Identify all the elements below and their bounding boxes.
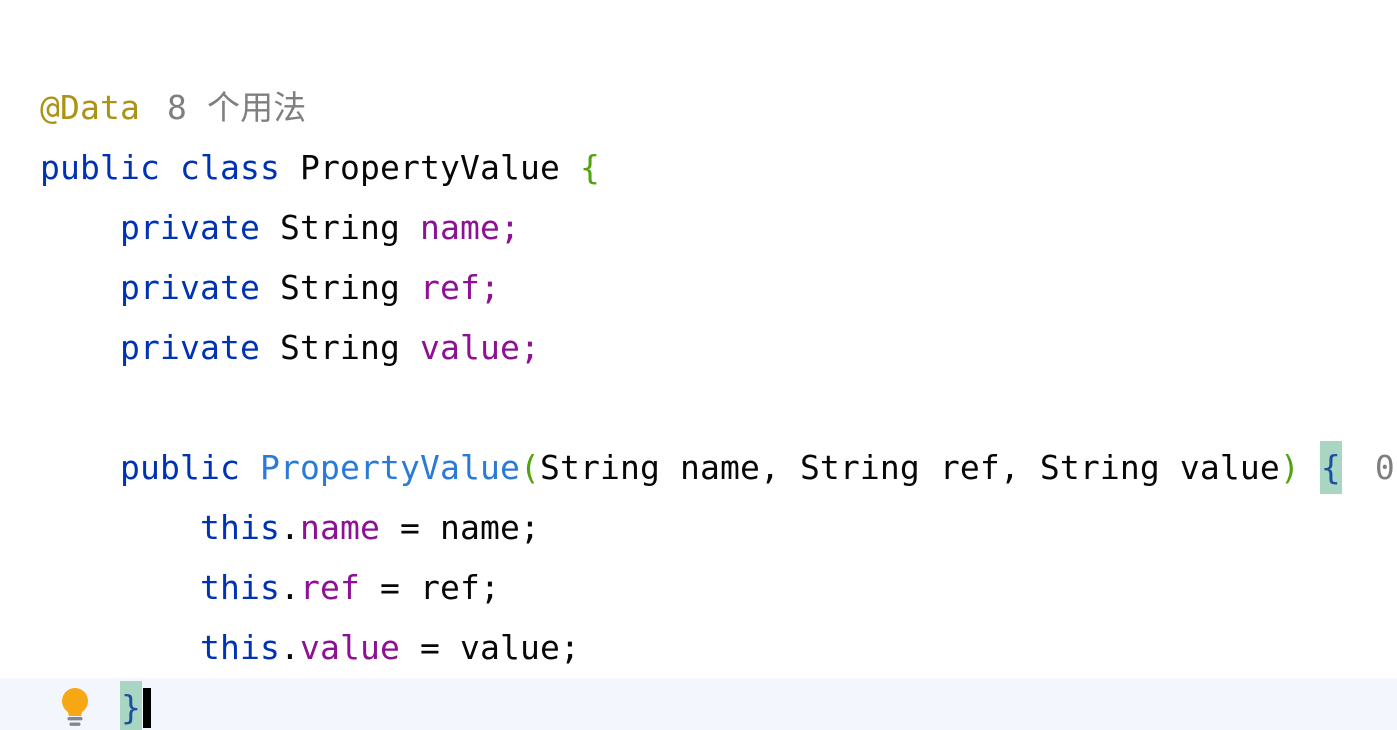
code-line[interactable]: private String name;	[0, 198, 1397, 258]
code-line[interactable]: this.value = value;	[0, 618, 1397, 678]
code-line[interactable]: this.ref = ref;	[0, 558, 1397, 618]
code-token: String	[279, 208, 420, 247]
intention-bulb-icon[interactable]	[53, 687, 97, 730]
code-token	[1300, 448, 1320, 487]
code-line-caret[interactable]: }	[0, 678, 1397, 730]
code-token: this	[199, 628, 280, 667]
code-token: private	[120, 208, 280, 247]
code-line[interactable]: @Data 8 个用法	[0, 78, 1397, 138]
code-token	[40, 568, 200, 607]
code-line[interactable]: public class PropertyValue {	[0, 138, 1397, 198]
code-token: .	[279, 568, 300, 607]
code-token: 0	[1374, 448, 1395, 487]
code-token: name;	[419, 208, 520, 247]
code-token: }	[120, 681, 142, 730]
code-token: private	[120, 268, 280, 307]
text-caret	[143, 688, 151, 728]
code-token: {	[1319, 441, 1342, 494]
code-token: (	[519, 448, 540, 487]
code-token: String	[279, 268, 420, 307]
code-token: String name, String ref, String value	[539, 448, 1280, 487]
code-token: @Data	[40, 88, 140, 127]
code-token: this	[199, 508, 280, 547]
code-token: value;	[419, 328, 540, 367]
code-token	[40, 268, 120, 307]
code-token	[140, 88, 160, 127]
code-token: private	[120, 328, 280, 367]
code-line[interactable]: this.name = name;	[0, 498, 1397, 558]
code-token: .	[279, 628, 300, 667]
code-token: 8 个用法	[167, 88, 307, 127]
code-token: public class	[40, 148, 300, 187]
code-token	[40, 328, 120, 367]
code-token: PropertyValue	[259, 448, 520, 487]
code-token: this	[199, 568, 280, 607]
code-token: ref;	[419, 268, 500, 307]
code-token	[40, 208, 120, 247]
code-line[interactable]: private String value;	[0, 318, 1397, 378]
code-token: {	[579, 148, 600, 187]
code-line[interactable]: private String ref;	[0, 258, 1397, 318]
code-token: = ref;	[359, 568, 500, 607]
code-token	[40, 508, 200, 547]
code-line[interactable]	[0, 378, 1397, 438]
code-token: = name;	[379, 508, 540, 547]
code-token: value	[299, 628, 400, 667]
code-token: String	[279, 328, 420, 367]
code-token: name	[299, 508, 380, 547]
code-token	[40, 448, 120, 487]
code-token: )	[1279, 448, 1300, 487]
code-token: = value;	[399, 628, 580, 667]
code-token	[40, 628, 200, 667]
code-token: public	[120, 448, 260, 487]
code-token: PropertyValue	[299, 148, 580, 187]
code-token: .	[279, 508, 300, 547]
code-token	[1342, 448, 1362, 487]
code-line[interactable]: public PropertyValue(String name, String…	[0, 438, 1397, 498]
code-token: ref	[299, 568, 360, 607]
